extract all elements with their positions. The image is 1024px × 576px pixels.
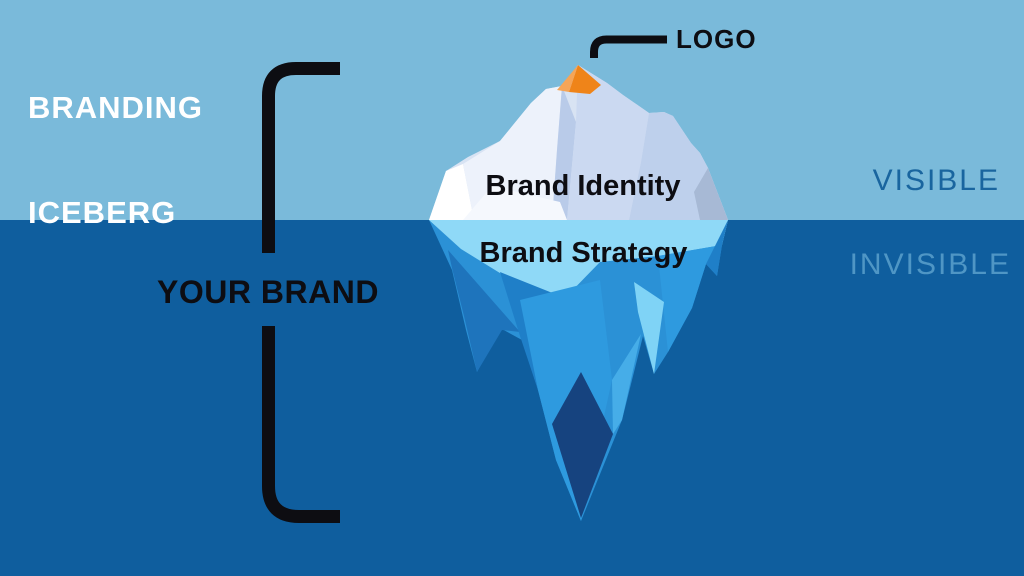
brand-identity-label: Brand Identity xyxy=(485,170,681,202)
poster-title-line1: BRANDING xyxy=(28,90,204,125)
poster-title-line2: ICEBERG xyxy=(28,195,177,230)
iceberg-above-crevasse xyxy=(552,86,576,220)
iceberg-underwater-accent-facet xyxy=(612,334,641,434)
your-brand-bracket-upper xyxy=(262,62,340,253)
poster-title: BRANDING ICEBERG xyxy=(28,20,203,300)
iceberg-above-waterline-band xyxy=(463,186,567,220)
iceberg-underwater-right-spike xyxy=(706,220,728,276)
logo-label: LOGO xyxy=(676,24,757,54)
iceberg-above-shadow-facet xyxy=(694,168,728,220)
logo-connector-line xyxy=(590,35,667,58)
your-brand-bracket-lower xyxy=(262,326,340,523)
logo-peak-light-facet xyxy=(557,65,578,92)
invisible-label: INVISIBLE xyxy=(849,248,1011,281)
brand-strategy-label: Brand Strategy xyxy=(479,237,688,269)
iceberg-above-light-face xyxy=(463,86,562,220)
iceberg-underwater-navy-facet xyxy=(552,372,613,518)
iceberg-underwater-right-facet xyxy=(658,245,722,352)
iceberg-underwater-cyan-spike xyxy=(634,282,664,374)
your-brand-label: YOUR BRAND xyxy=(157,274,379,310)
visible-label: VISIBLE xyxy=(872,164,1000,197)
iceberg-underwater-left-facet xyxy=(448,250,520,372)
iceberg-underwater-cyan-band xyxy=(429,220,728,298)
iceberg-above-right-face xyxy=(567,65,649,220)
logo-peak xyxy=(569,65,601,94)
iceberg-above-white-wedge xyxy=(429,164,474,220)
